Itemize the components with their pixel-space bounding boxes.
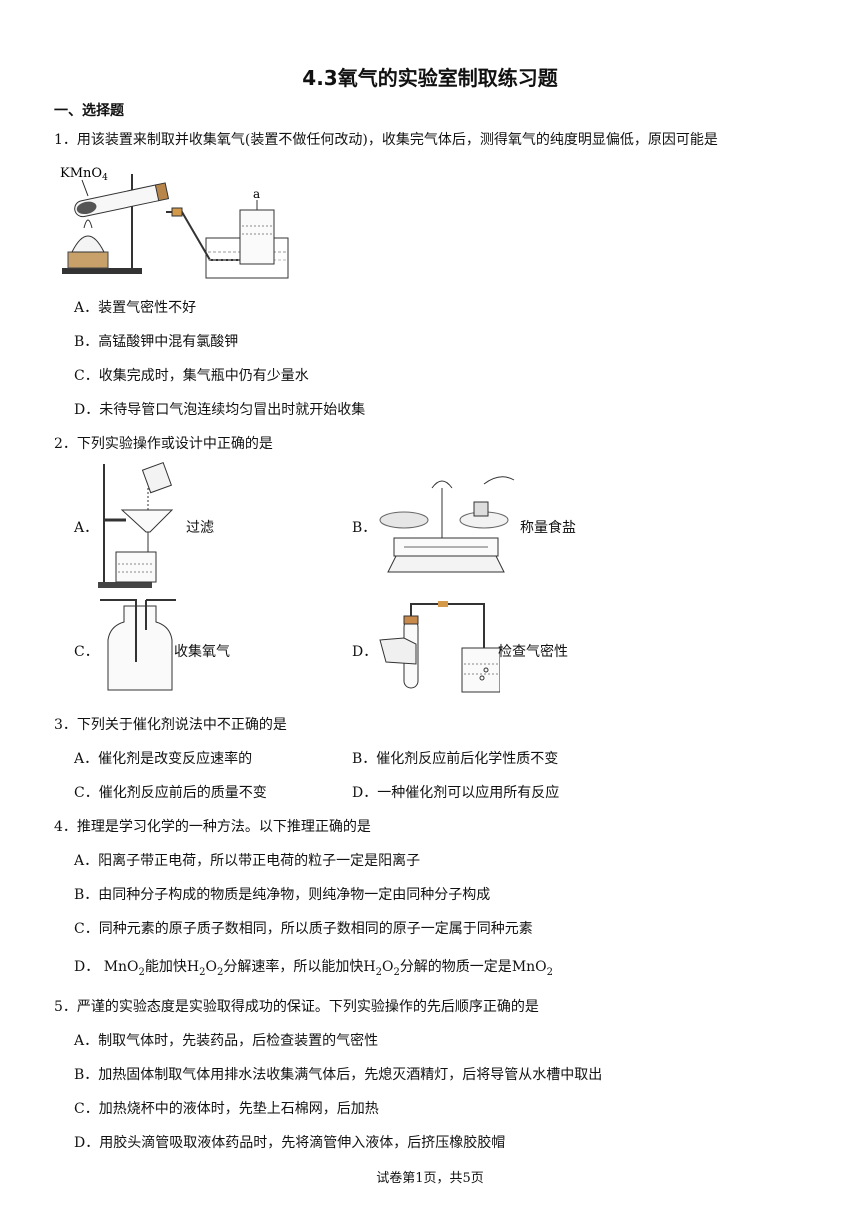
balance-figure [379, 476, 515, 573]
q2-option-c-letter: C． [74, 644, 99, 660]
q3-option-c: C．催化剂反应前后的质量不变 [74, 785, 267, 801]
q2-option-d-text: 检查气密性 [498, 644, 568, 660]
q1-option-b: B．高锰酸钾中混有氯酸钾 [74, 334, 239, 350]
q4-option-d: D． MnO2能加快H2O2分解速率，所以能加快H2O2分解的物质一定是MnO2 [74, 959, 554, 978]
airtightness-check-figure [379, 601, 500, 693]
question-2-stem: 2．下列实验操作或设计中正确的是 [54, 436, 273, 452]
filtration-figure [98, 461, 174, 588]
question-5-stem: 5．严谨的实验态度是实验取得成功的保证。下列实验操作的先后顺序正确的是 [54, 999, 539, 1015]
q3-option-b: B．催化剂反应前后化学性质不变 [352, 751, 559, 767]
kmno4-label: KMnO4 [60, 166, 108, 183]
q4-option-b: B．由同种分子构成的物质是纯净物，则纯净物一定由同种分子构成 [74, 887, 491, 903]
question-1-stem: 1．用该装置来制取并收集氧气(装置不做任何改动)，收集完气体后，测得氧气的纯度明… [54, 132, 718, 148]
q5-option-c: C．加热烧杯中的液体时，先垫上石棉网，后加热 [74, 1101, 379, 1117]
q2-option-c-text: 收集氧气 [174, 644, 230, 660]
q1-option-c: C．收集完成时，集气瓶中仍有少量水 [74, 368, 309, 384]
label-a: a [253, 187, 260, 201]
q3-option-a: A．催化剂是改变反应速率的 [74, 751, 253, 767]
q1-option-d: D．未待导管口气泡连续均匀冒出时就开始收集 [74, 402, 366, 418]
q5-option-b: B．加热固体制取气体用排水法收集满气体后，先熄灭酒精灯，后将导管从水槽中取出 [74, 1067, 603, 1083]
q3-option-d: D．一种催化剂可以应用所有反应 [352, 785, 560, 801]
q2-option-a-letter: A． [74, 520, 99, 536]
q2-option-a-text: 过滤 [186, 520, 214, 536]
q1-option-a: A．装置气密性不好 [74, 300, 197, 316]
q4-option-a: A．阳离子带正电荷，所以带正电荷的粒子一定是阳离子 [74, 853, 421, 869]
q2-option-b-text: 称量食盐 [520, 520, 576, 536]
section-heading: 一、选择题 [54, 103, 124, 119]
oxygen-collection-bottle-figure [100, 599, 176, 691]
page-footer: 试卷第1页，共5页 [376, 1171, 484, 1186]
q1-apparatus-figure: KMnO4 a [60, 166, 289, 279]
q5-option-a: A．制取气体时，先装药品，后检查装置的气密性 [74, 1033, 379, 1049]
q5-option-d: D．用胶头滴管吸取液体药品时，先将滴管伸入液体，后挤压橡胶胶帽 [74, 1135, 506, 1151]
q2-option-d-letter: D． [352, 644, 378, 660]
q4-option-c: C．同种元素的原子质子数相同，所以质子数相同的原子一定属于同种元素 [74, 921, 533, 937]
page-title: 4.3氧气的实验室制取练习题 [302, 66, 558, 90]
question-3-stem: 3．下列关于催化剂说法中不正确的是 [54, 717, 287, 733]
q2-option-b-letter: B． [352, 520, 377, 536]
question-4-stem: 4．推理是学习化学的一种方法。以下推理正确的是 [54, 819, 371, 835]
